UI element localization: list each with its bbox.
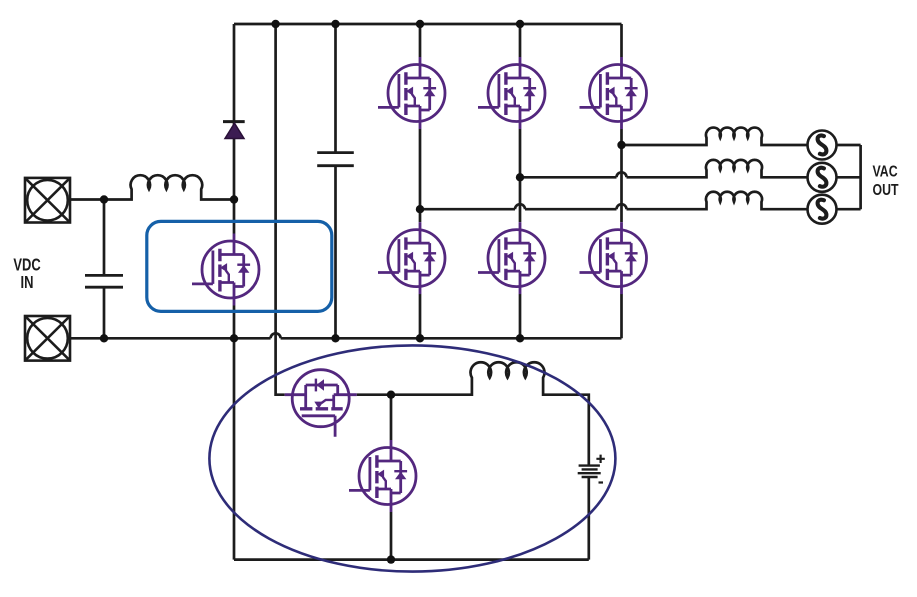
svg-text:VDC: VDC: [13, 255, 40, 275]
svg-text:IN: IN: [21, 273, 34, 293]
svg-text:OUT: OUT: [873, 181, 899, 199]
svg-text:VAC: VAC: [873, 162, 898, 180]
